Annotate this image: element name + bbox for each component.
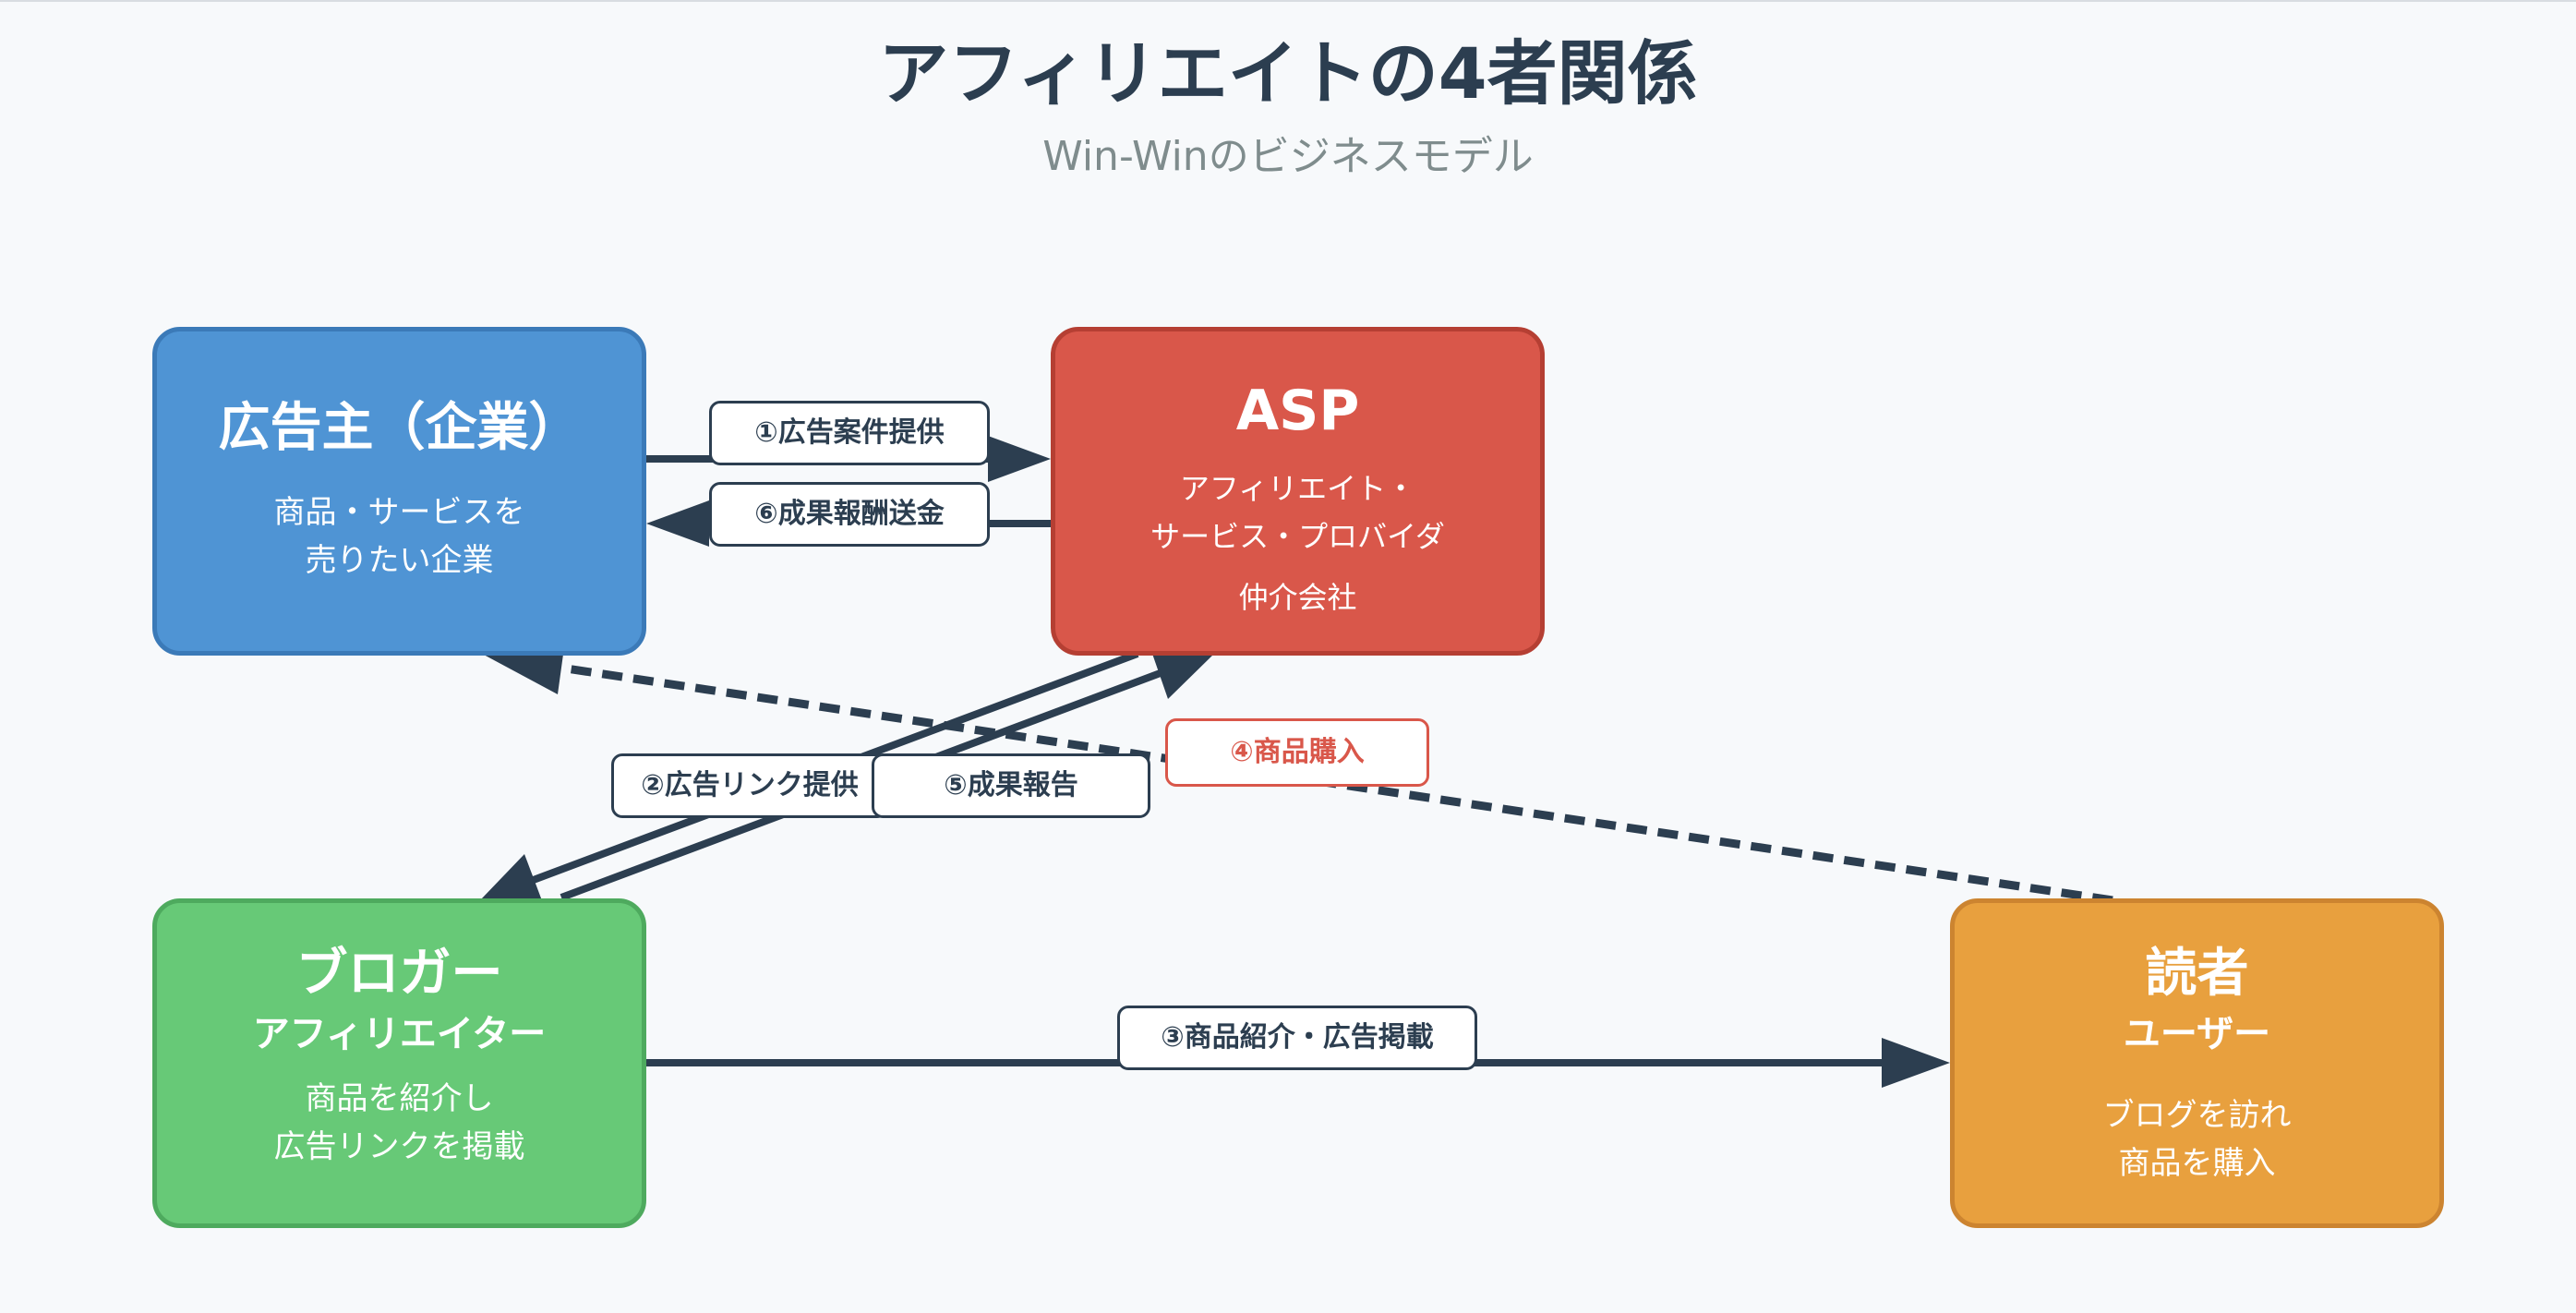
label-reward-payment: ⑥成果報酬送金 bbox=[709, 482, 990, 547]
arrowhead-result-report bbox=[1151, 651, 1214, 699]
top-border bbox=[0, 0, 2576, 2]
advertiser-desc-line2: 売りたい企業 bbox=[305, 542, 494, 579]
asp-desc-line2: サービス・プロバイダ bbox=[1150, 519, 1445, 554]
blogger-desc-line2: 広告リンクを掲載 bbox=[273, 1128, 525, 1165]
arrowhead-link-provide bbox=[480, 854, 543, 903]
label-result-report: ⑤成果報告 bbox=[872, 753, 1150, 818]
label-product-intro: ③商品紹介・広告掲載 bbox=[1117, 1006, 1477, 1070]
asp-title: ASP bbox=[1235, 379, 1360, 443]
node-asp: ASP アフィリエイト・ サービス・プロバイダ 仲介会社 bbox=[1051, 327, 1545, 656]
label-ad-offer: ①広告案件提供 bbox=[709, 401, 990, 465]
label-link-provide: ②広告リンク提供 bbox=[611, 753, 888, 818]
arrowhead-product-intro bbox=[1882, 1038, 1950, 1088]
arrowhead-reward-payment bbox=[646, 500, 709, 547]
asp-desc-line3: 仲介会社 bbox=[1238, 580, 1357, 615]
label-purchase: ④商品購入 bbox=[1165, 718, 1429, 787]
arrowhead-ad-offer bbox=[988, 436, 1051, 482]
node-reader: 読者 ユーザー ブログを訪れ 商品を購入 bbox=[1950, 898, 2444, 1228]
blogger-desc-line1: 商品を紹介し bbox=[305, 1080, 494, 1117]
reader-subtitle: ユーザー bbox=[2123, 1013, 2271, 1055]
advertiser-desc-line1: 商品・サービスを bbox=[273, 494, 525, 531]
node-advertiser: 広告主（企業） 商品・サービスを 売りたい企業 bbox=[152, 327, 646, 656]
blogger-subtitle: アフィリエイター bbox=[252, 1013, 547, 1055]
blogger-title: ブロガー bbox=[295, 944, 503, 1004]
page-title: アフィリエイトの4者関係 bbox=[878, 32, 1698, 114]
advertiser-title: 広告主（企業） bbox=[218, 398, 581, 458]
asp-desc-line1: アフィリエイト・ bbox=[1179, 471, 1416, 506]
reader-title: 読者 bbox=[2145, 944, 2249, 1004]
node-blogger: ブロガー アフィリエイター 商品を紹介し 広告リンクを掲載 bbox=[152, 898, 646, 1228]
reader-desc-line1: ブログを訪れ bbox=[2102, 1097, 2292, 1134]
page-subtitle: Win-Winのビジネスモデル bbox=[1042, 133, 1534, 180]
reader-desc-line2: 商品を購入 bbox=[2118, 1145, 2276, 1182]
